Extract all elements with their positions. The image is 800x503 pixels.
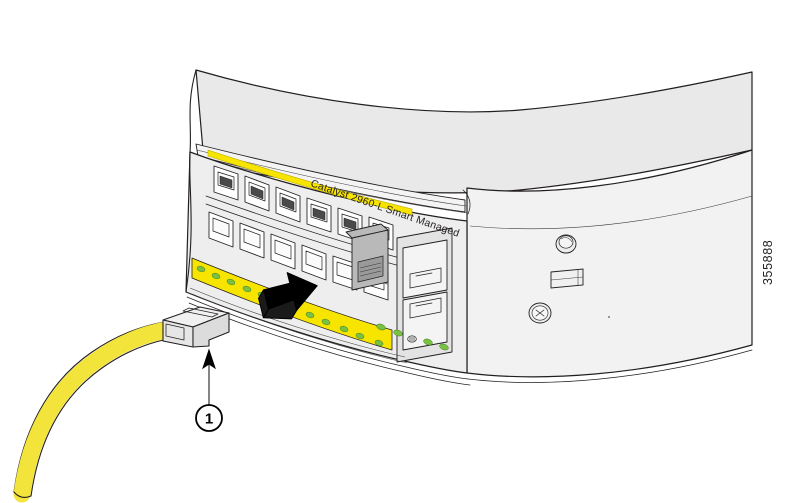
panel-boss-icon	[555, 234, 577, 254]
port-led-10	[355, 332, 365, 340]
sfp-module-top	[345, 223, 389, 239]
rj45-cable-entry	[165, 323, 185, 341]
figure-number-text: 355888	[761, 240, 775, 285]
status-led-duplx	[393, 329, 403, 337]
faceplate-bottom-edge-2	[188, 302, 471, 386]
port-lower-4-inner	[305, 250, 323, 271]
rj45-connector[interactable]	[162, 306, 230, 348]
port-led-3	[226, 278, 236, 286]
port-led-4	[242, 285, 252, 293]
port-lower-3-inner	[274, 239, 292, 260]
callout-1: 1	[195, 348, 223, 432]
mode-button-icon[interactable]	[407, 335, 417, 343]
faceplate-trim-1	[189, 287, 406, 358]
figure-number: 355888	[761, 240, 775, 285]
sfp-module-fin-1	[359, 262, 382, 269]
panel-dot	[608, 316, 610, 318]
uplink-bay-2-slot	[409, 297, 442, 319]
port-upper-1-contacts	[219, 175, 233, 189]
uplink-bay-1[interactable]	[402, 239, 448, 299]
port-lower-1-inner	[212, 217, 230, 238]
uplink-bay-1-slot	[409, 267, 442, 289]
insertion-arrow-depth-2	[262, 299, 298, 320]
port-panel	[189, 149, 453, 364]
callout-1-circle	[195, 404, 223, 432]
cable-cut-end	[13, 491, 32, 498]
faceplate-bottom-edge	[186, 296, 469, 380]
callout-1-number: 1	[205, 411, 213, 428]
side-panel-hardware	[528, 234, 610, 324]
status-led-syst	[376, 323, 386, 331]
status-led-cluster	[376, 323, 449, 351]
callout-1-arrowhead	[202, 348, 216, 370]
uplink-bay-1-tab	[415, 272, 433, 277]
status-led-poe	[439, 343, 449, 351]
port-upper-2-contacts	[250, 185, 264, 200]
chassis-side-seam	[469, 195, 753, 230]
port-led-9	[339, 325, 349, 333]
ground-screw-icon	[528, 302, 552, 324]
ethernet-cable	[13, 306, 230, 503]
port-led-2	[211, 272, 221, 280]
port-upper-4-contacts	[312, 207, 326, 221]
rj45-latch-tab	[182, 307, 219, 318]
sfp-module-fin-3	[359, 270, 382, 277]
sfp-module[interactable]	[345, 223, 389, 291]
panel-vent-slot	[550, 268, 584, 289]
sfp-module-port	[357, 255, 384, 283]
insertion-arrow	[258, 272, 318, 320]
port-led-7	[305, 311, 315, 319]
uplink-bay-group	[396, 227, 453, 363]
chassis-corner-round	[462, 189, 471, 215]
cable-outline-lower	[30, 338, 169, 497]
port-led-1	[196, 265, 206, 273]
uplink-bay-2[interactable]	[402, 291, 448, 351]
cable-jacket	[13, 321, 175, 503]
port-led-8	[321, 318, 331, 326]
port-upper-3-contacts	[281, 196, 295, 211]
faceplate-trim-2	[191, 293, 408, 364]
sfp-module-fin-2	[359, 266, 382, 273]
cutaway-break-line	[185, 69, 197, 293]
port-lower-2-inner	[243, 228, 261, 249]
accent-stripe-top	[207, 149, 413, 216]
uplink-bay-2-tab	[415, 302, 433, 307]
port-led-11	[374, 339, 384, 347]
switch-chassis: Catalyst 2960-L Smart Managed	[185, 69, 753, 386]
chassis-right-bottom-edge	[467, 349, 753, 383]
status-led-speed	[423, 338, 433, 346]
